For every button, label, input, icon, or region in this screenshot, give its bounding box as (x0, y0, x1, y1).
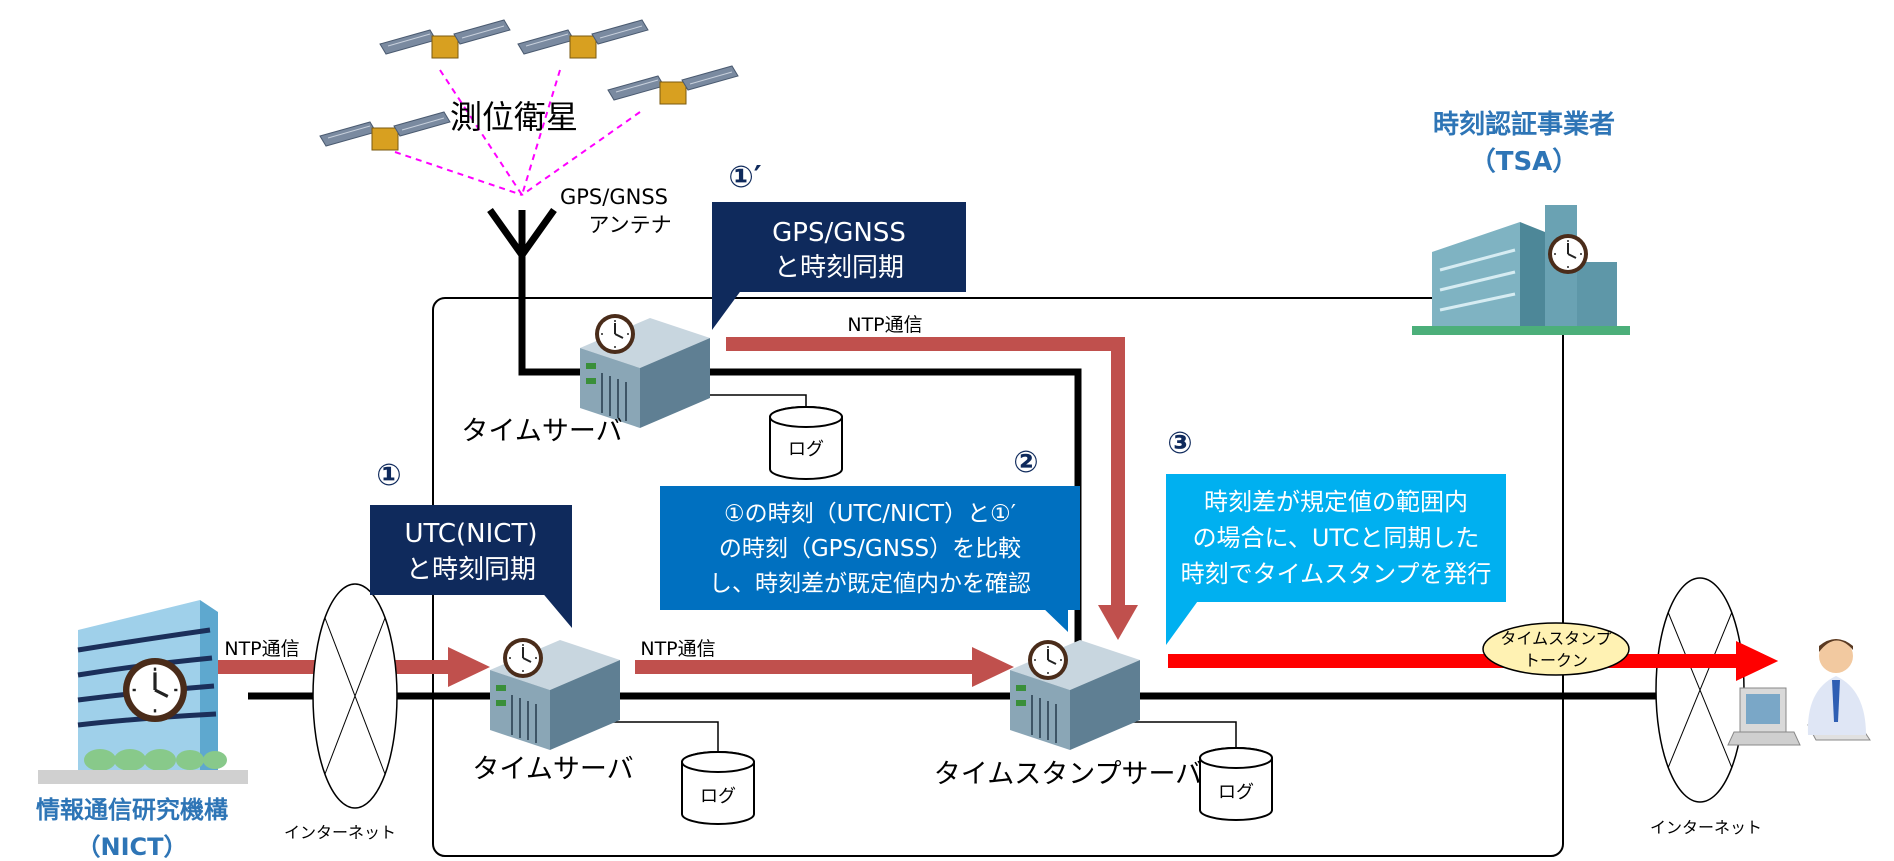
callout-utc-line1: UTC(NICT) (405, 519, 538, 549)
callout-issue-line3: 時刻でタイムスタンプを発行 (1181, 560, 1492, 588)
callout-issue-line1: 時刻差が規定値の範囲内 (1204, 488, 1468, 516)
callout-compare-line2: の時刻（GPS/GNSS）を比較 (719, 536, 1021, 562)
tsa-name: 時刻認証事業者 (1433, 109, 1615, 140)
tsa-building-icon (1412, 205, 1630, 335)
user-computer-icon (1727, 639, 1871, 746)
callout-utc-line2: と時刻同期 (406, 555, 536, 585)
time-server-top (579, 313, 711, 429)
satellite-icon (517, 19, 649, 59)
callout-issue: 時刻差が規定値の範囲内 の場合に、UTCと同期した 時刻でタイムスタンプを発行 (1166, 474, 1506, 645)
internet-label-left: インターネット (284, 823, 396, 842)
token-arrowhead (1736, 641, 1778, 681)
token-badge (1482, 622, 1630, 676)
clock-icon (502, 637, 544, 679)
callout-gnss-line1: GPS/GNSS (772, 218, 906, 248)
log-label: ログ (700, 786, 736, 807)
ntp-arrow-middle (635, 647, 1014, 687)
callout-compare-line1: ①の時刻（UTC/NICT）と①′ (724, 501, 1016, 527)
satellite-icon (379, 19, 511, 59)
callout-utc-sync: UTC(NICT) と時刻同期 (370, 505, 572, 628)
clock-icon (594, 313, 636, 355)
satellite-icon (319, 111, 451, 151)
internet-label-right: インターネット (1650, 818, 1762, 837)
clock-icon (121, 656, 189, 724)
antenna-label-line2: アンテナ (588, 213, 671, 237)
ntp-label-middle: NTP通信 (640, 638, 715, 660)
callout-gnss-line2: と時刻同期 (774, 253, 904, 283)
log-label: ログ (788, 439, 824, 460)
clock-icon (1027, 639, 1069, 681)
callout-issue-line2: の場合に、UTCと同期した (1193, 524, 1480, 552)
satellite-group (319, 19, 739, 196)
log-db-left: ログ (681, 751, 755, 825)
step-1-prime: ①′ (728, 160, 761, 195)
step-1: ① (376, 458, 401, 493)
callout-compare: ①の時刻（UTC/NICT）と①′ の時刻（GPS/GNSS）を比較 し、時刻差… (660, 486, 1080, 632)
time-server-left (489, 637, 621, 751)
internet-left (312, 583, 398, 809)
time-server-left-label: タイムサーバ (472, 754, 633, 785)
satellites-label: 測位衛星 (450, 98, 578, 136)
internet-right (1655, 577, 1745, 803)
timestamp-server (1009, 639, 1141, 751)
callout-compare-line3: し、時刻差が既定値内かを確認 (709, 571, 1031, 597)
antenna-cable (518, 300, 585, 376)
token-label-line2: トークン (1524, 651, 1588, 670)
log-label: ログ (1218, 782, 1254, 803)
antenna-label-line1: GPS/GNSS (560, 185, 668, 209)
ntp-label-nict: NTP通信 (224, 638, 299, 660)
step-3: ③ (1167, 426, 1192, 461)
satellite-icon (607, 65, 739, 105)
nict-name: 情報通信研究機構 (36, 796, 228, 824)
nict-building-icon (38, 600, 248, 784)
ntp-label-top: NTP通信 (847, 314, 922, 336)
log-connector (565, 721, 719, 760)
clock-icon (1547, 233, 1589, 275)
nict-abbr: （NICT） (77, 833, 188, 861)
tsa-abbr: （TSA） (1470, 147, 1579, 177)
callout-gnss-sync: GPS/GNSS と時刻同期 (712, 202, 966, 330)
ntp-arrow-top (726, 337, 1138, 640)
log-connector (1100, 721, 1237, 757)
log-db-top: ログ (769, 406, 843, 480)
antenna-icon (487, 207, 557, 300)
step-2: ② (1013, 445, 1038, 480)
token-label-line1: タイムスタンプ (1500, 629, 1611, 648)
time-server-top-label: タイムサーバ (461, 416, 622, 447)
token-arrow-overlay (1640, 654, 1740, 668)
timestamp-server-label: タイムスタンプサーバ (934, 759, 1202, 790)
log-db-stamp: ログ (1199, 747, 1273, 821)
